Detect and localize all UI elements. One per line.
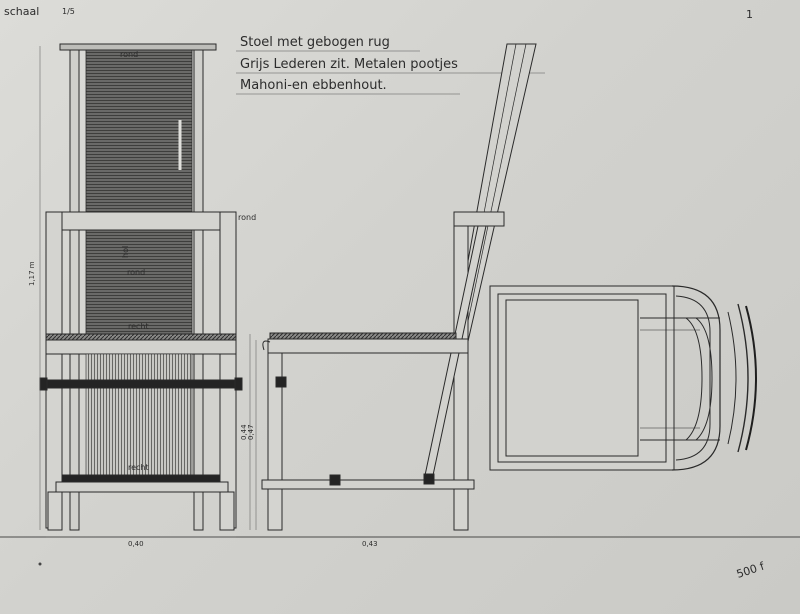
corner-mark: 500 f <box>735 559 767 580</box>
front-view <box>39 43 243 531</box>
scale-label: schaal <box>4 5 39 18</box>
sheet-number: 1 <box>746 8 753 21</box>
front-label-mid: rond <box>127 268 145 277</box>
front-height-dim: 1,17 m <box>28 261 36 286</box>
front-label-seat: recht <box>128 322 149 331</box>
title-line-1: Stoel met gebogen rug <box>240 35 390 50</box>
front-label-bottom: recht <box>128 463 149 472</box>
side-view <box>261 43 537 531</box>
front-label-top: rond <box>120 50 138 59</box>
side-label-top: rond <box>238 213 256 222</box>
title-line-3: Mahoni-en ebbenhout. <box>240 78 387 93</box>
front-width-dim: 0,40 <box>128 540 144 548</box>
side-depth-dim: 0,43 <box>362 540 378 548</box>
side-height-dim-1: 0,44 <box>240 424 248 440</box>
scale-value: 1/5 <box>62 7 75 16</box>
plan-view <box>489 285 757 471</box>
side-height-dim-2: 0,47 <box>247 424 255 440</box>
front-label-hol: hol <box>121 246 130 258</box>
title-line-2: Grijs Lederen zit. Metalen pootjes <box>240 57 458 72</box>
